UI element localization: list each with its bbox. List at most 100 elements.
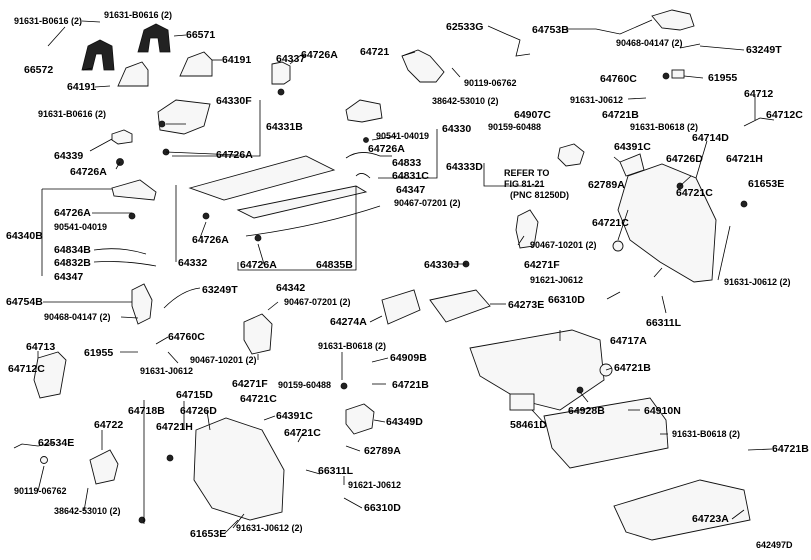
part-label: 64835B <box>316 259 353 271</box>
part-label: 64717A <box>610 335 647 347</box>
part-label: 64332 <box>178 257 207 269</box>
part-label: 64909B <box>390 352 427 364</box>
part-label: 64723A <box>692 513 729 525</box>
part-label: 64760C <box>600 73 637 85</box>
part-label: 64340B <box>6 230 43 242</box>
part-label: 66310D <box>548 294 585 306</box>
part-label: 64726D <box>180 405 217 417</box>
part-label: 66572 <box>24 64 53 76</box>
part-label: 90467-10201 (2) <box>190 355 257 365</box>
part-label: 64721B <box>772 443 809 455</box>
part-label: 91631-B0616 (2) <box>14 16 82 26</box>
part-label: 64342 <box>276 282 305 294</box>
part-label: 64712C <box>766 109 803 121</box>
part-label: 91631-J0612 (2) <box>236 523 303 533</box>
part-label: 64721C <box>284 427 321 439</box>
part-label: 64337 <box>276 53 305 65</box>
part-label: 90159-60488 <box>278 380 331 390</box>
part-label: 61955 <box>708 72 737 84</box>
part-label: 91631-J0612 <box>140 366 193 376</box>
part-label: 64726A <box>70 166 107 178</box>
part-label: 64273E <box>508 299 544 311</box>
diagram-code: 642497D <box>756 540 793 550</box>
reference-note: (PNC 81250D) <box>510 190 569 200</box>
part-label: 64760C <box>168 331 205 343</box>
part-label: 64191 <box>222 54 251 66</box>
part-label: 90119-06762 <box>14 486 67 496</box>
part-label: 64726D <box>666 153 703 165</box>
part-label: 62533G <box>446 21 483 33</box>
part-label: 91631-B0618 (2) <box>672 429 740 439</box>
part-label: 90541-04019 <box>54 222 107 232</box>
part-label: 91631-B0616 (2) <box>38 109 106 119</box>
part-label: 64721C <box>676 187 713 199</box>
part-label: 90468-04147 (2) <box>616 38 683 48</box>
part-label: 64753B <box>532 24 569 36</box>
part-label: 66311L <box>646 317 682 329</box>
part-label: 64907C <box>514 109 551 121</box>
part-label: 64721H <box>156 421 193 433</box>
part-label: 64726A <box>216 149 253 161</box>
part-label: 64330 <box>442 123 471 135</box>
part-label: 64271F <box>524 259 560 271</box>
part-label: 64726A <box>368 143 405 155</box>
part-label: 66571 <box>186 29 215 41</box>
part-label: 91621-J0612 <box>530 275 583 285</box>
part-label: 63249T <box>746 44 782 56</box>
part-label: 64347 <box>396 184 425 196</box>
part-label: 61653E <box>748 178 784 190</box>
part-label: 64721C <box>240 393 277 405</box>
part-label: 64274A <box>330 316 367 328</box>
part-label: 38642-53010 (2) <box>432 96 499 106</box>
part-label: 64333D <box>446 161 483 173</box>
part-label: 64721H <box>726 153 763 165</box>
part-label: 64715D <box>176 389 213 401</box>
part-label: 91631-B0618 (2) <box>630 122 698 132</box>
part-label: 64721C <box>592 217 629 229</box>
part-label: 64712 <box>744 88 773 100</box>
part-label: 64722 <box>94 419 123 431</box>
part-label: 62789A <box>364 445 401 457</box>
part-label: 64191 <box>67 81 96 93</box>
part-label: 64754B <box>6 296 43 308</box>
part-label: 64726A <box>240 259 277 271</box>
part-label: 91631-B0616 (2) <box>104 10 172 20</box>
part-label: 64832B <box>54 257 91 269</box>
part-label: 63249T <box>202 284 238 296</box>
part-label: 91631-J0612 <box>570 95 623 105</box>
part-label: 64347 <box>54 271 83 283</box>
part-label: 66310D <box>364 502 401 514</box>
part-label: 90159-60488 <box>488 122 541 132</box>
reference-note: REFER TO <box>504 168 549 178</box>
part-label: 90541-04019 <box>376 131 429 141</box>
part-label: 90468-04147 (2) <box>44 312 111 322</box>
part-label: 64726A <box>54 207 91 219</box>
part-label: 64721 <box>360 46 389 58</box>
part-label: 64833 <box>392 157 421 169</box>
leader-lines <box>37 19 773 535</box>
part-label: 64910N <box>644 405 681 417</box>
part-label: 90467-07201 (2) <box>394 198 461 208</box>
part-label: 66311L <box>318 465 354 477</box>
part-label: 64339 <box>54 150 83 162</box>
part-label: 64391C <box>276 410 313 422</box>
part-label: 64831C <box>392 170 429 182</box>
part-label: 91621-J0612 <box>348 480 401 490</box>
part-label: 64714D <box>692 132 729 144</box>
reference-note: FIG 81-21 <box>504 179 545 189</box>
part-label: 58461D <box>510 419 547 431</box>
part-label: 62789A <box>588 179 625 191</box>
part-label: 61653E <box>190 528 226 540</box>
part-label: 90467-10201 (2) <box>530 240 597 250</box>
part-label: 64331B <box>266 121 303 133</box>
part-labels: 91631-B0616 (2) 91631-B0616 (2) 66571 66… <box>6 10 809 550</box>
part-label: 64721B <box>392 379 429 391</box>
part-shapes <box>13 9 775 541</box>
part-label: 64713 <box>26 341 55 353</box>
part-label: 62534E <box>38 437 74 449</box>
part-label: 64712C <box>8 363 45 375</box>
part-label: 90467-07201 (2) <box>284 297 351 307</box>
part-label: 64726A <box>301 49 338 61</box>
